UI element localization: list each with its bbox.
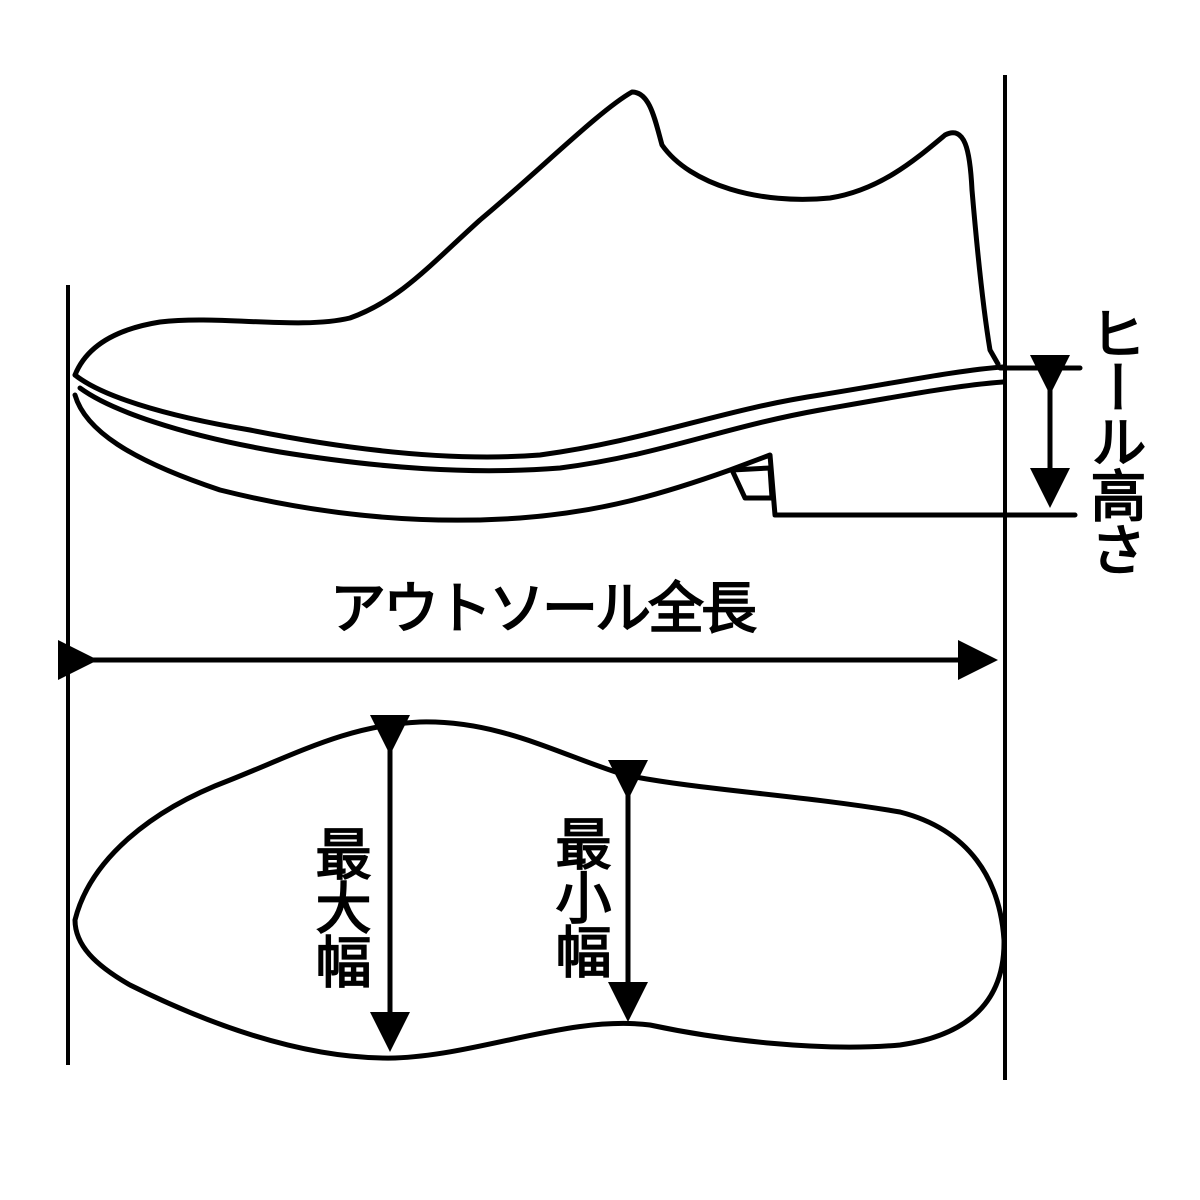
- outsole-length-label: アウトソール全長: [330, 577, 757, 642]
- outsole-bottom-line: [72, 392, 1078, 523]
- min-width-label: 最小幅: [546, 815, 611, 977]
- heel-height-label: ヒール高さ: [1081, 305, 1146, 575]
- sole-outline-top-view: [72, 719, 1007, 1061]
- sole-top-line: [72, 364, 1006, 460]
- heel-breast: [729, 465, 775, 501]
- shoe-upper-outline: [72, 89, 1001, 378]
- max-width-label: 最大幅: [306, 825, 371, 987]
- midsole-line: [77, 379, 1006, 474]
